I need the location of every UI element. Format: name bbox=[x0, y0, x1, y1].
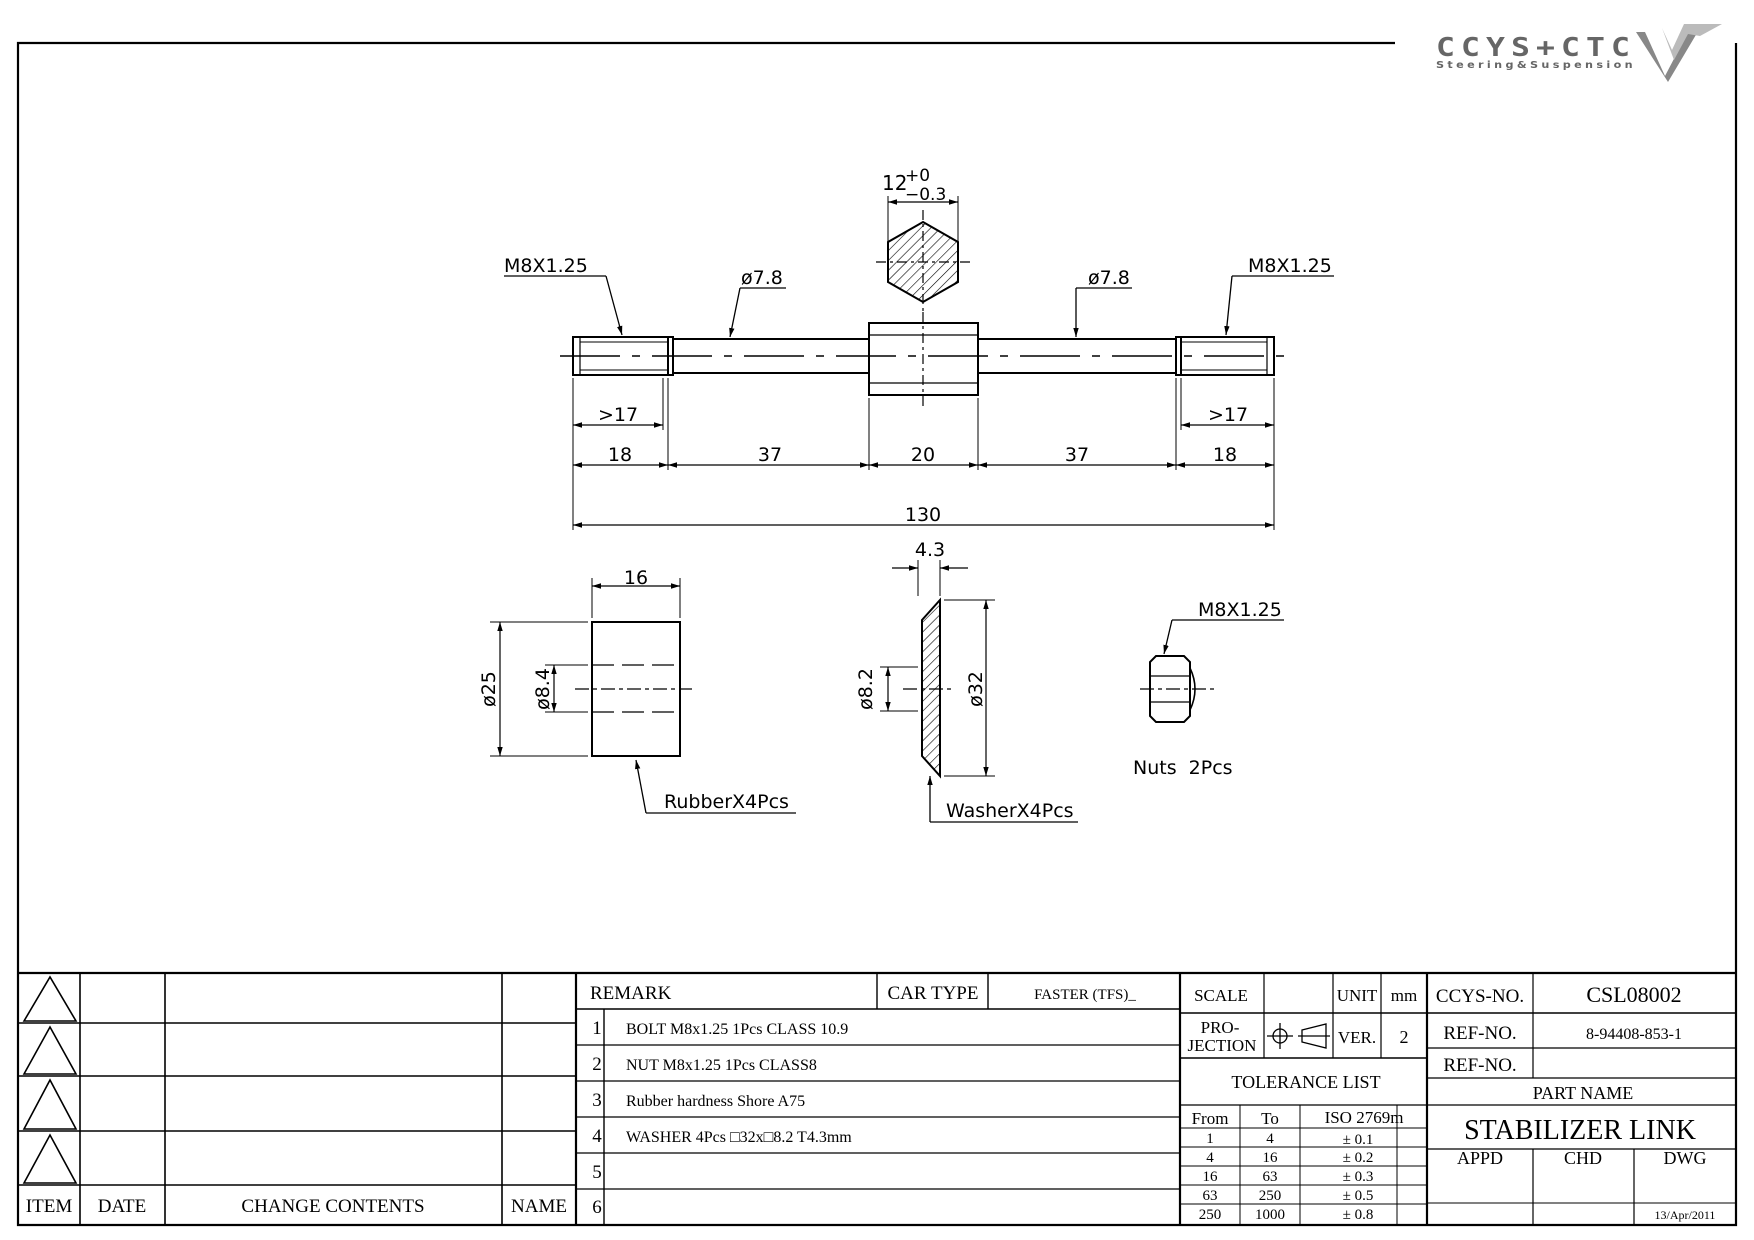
ref-no-value: 8-94408-853-1 bbox=[1586, 1026, 1682, 1043]
washer-label: WasherX4Pcs bbox=[946, 800, 1074, 822]
right-thread bbox=[1180, 336, 1275, 376]
ccys-no-label: CCYS-NO. bbox=[1436, 986, 1524, 1007]
part-name-value: STABILIZER LINK bbox=[1464, 1115, 1696, 1146]
nut-thread-spec: M8X1.25 bbox=[1198, 599, 1282, 621]
remark-no-5: 5 bbox=[592, 1162, 602, 1183]
nut-view bbox=[1140, 619, 1284, 723]
hex-section-view: 12 +0 −0.3 bbox=[876, 166, 970, 314]
total-length: 130 bbox=[905, 504, 941, 526]
hex-tolerance-upper: +0 bbox=[905, 166, 930, 186]
unit-label: UNIT bbox=[1337, 986, 1378, 1005]
washer-outer-diameter: ø32 bbox=[965, 671, 987, 707]
thread-spec-left: M8X1.25 bbox=[504, 255, 588, 277]
rubber-inner-diameter: ø8.4 bbox=[532, 668, 554, 710]
revision-triangle-1-icon bbox=[22, 975, 78, 1022]
washer-inner-diameter: ø8.2 bbox=[855, 668, 877, 710]
tol-value-3: ± 0.3 bbox=[1343, 1169, 1374, 1185]
remark-no-2: 2 bbox=[592, 1054, 602, 1075]
dwg-label: DWG bbox=[1664, 1148, 1707, 1168]
tol-value-2: ± 0.2 bbox=[1343, 1150, 1374, 1166]
segment-3: 20 bbox=[911, 444, 935, 466]
washer-thickness: 4.3 bbox=[915, 539, 945, 561]
remark-text-4: WASHER 4Pcs □32x□8.2 T4.3mm bbox=[626, 1129, 852, 1146]
segment-4: 37 bbox=[1065, 444, 1089, 466]
logo-brand: CCYS+CTC bbox=[1436, 33, 1636, 63]
revision-triangle-4-icon bbox=[22, 1133, 78, 1184]
bolt-dimensions bbox=[572, 378, 1275, 530]
segment-1: 18 bbox=[608, 444, 632, 466]
projection-label-1: PRO- bbox=[1201, 1018, 1240, 1037]
unit-value: mm bbox=[1391, 986, 1417, 1005]
tol-from-5: 250 bbox=[1199, 1207, 1222, 1223]
tol-to-1: 4 bbox=[1266, 1131, 1274, 1147]
remark-no-6: 6 bbox=[592, 1197, 602, 1218]
ref-no2-label: REF-NO. bbox=[1443, 1055, 1516, 1076]
tol-value-5: ± 0.8 bbox=[1343, 1207, 1374, 1223]
revision-triangle-3-icon bbox=[22, 1078, 78, 1130]
title-block bbox=[18, 971, 1736, 1225]
tolerance-header-std: ISO 2769m bbox=[1325, 1108, 1404, 1127]
hex-tolerance-lower: −0.3 bbox=[905, 185, 946, 205]
remark-header: REMARK bbox=[590, 983, 672, 1004]
ccys-no-value: CSL08002 bbox=[1586, 982, 1681, 1007]
tol-from-3: 16 bbox=[1203, 1169, 1219, 1185]
segment-5: 18 bbox=[1213, 444, 1237, 466]
header-change-contents: CHANGE CONTENTS bbox=[241, 1196, 424, 1217]
tolerance-header-to: To bbox=[1261, 1109, 1279, 1128]
remark-no-4: 4 bbox=[592, 1126, 602, 1147]
remark-text-1: BOLT M8x1.25 1Pcs CLASS 10.9 bbox=[626, 1021, 848, 1038]
drawing-date: 13/Apr/2011 bbox=[1655, 1208, 1716, 1222]
header-item: ITEM bbox=[26, 1196, 73, 1217]
car-type-label: CAR TYPE bbox=[888, 983, 979, 1004]
header-name: NAME bbox=[511, 1196, 567, 1217]
appd-label: APPD bbox=[1457, 1148, 1503, 1168]
hex-dimension: 12 bbox=[882, 171, 907, 195]
rubber-view bbox=[490, 578, 796, 814]
logo-tagline: Steering&Suspension bbox=[1436, 60, 1636, 71]
part-name-label: PART NAME bbox=[1533, 1083, 1633, 1103]
rubber-width: 16 bbox=[624, 567, 648, 589]
bolt-main-view bbox=[560, 312, 1290, 408]
shaft-diameter-left: ø7.8 bbox=[741, 267, 783, 289]
tol-to-2: 16 bbox=[1263, 1150, 1279, 1166]
nut-label: Nuts 2Pcs bbox=[1133, 757, 1233, 779]
tol-to-3: 63 bbox=[1263, 1169, 1278, 1185]
shaft-diameter-right: ø7.8 bbox=[1088, 267, 1130, 289]
tol-from-2: 4 bbox=[1206, 1150, 1214, 1166]
remark-text-3: Rubber hardness Shore A75 bbox=[626, 1093, 805, 1110]
projection-label-2: JECTION bbox=[1188, 1036, 1257, 1055]
washer-view bbox=[880, 560, 1078, 823]
company-logo: CCYS+CTC Steering&Suspension bbox=[1436, 24, 1722, 82]
tolerance-header-from: From bbox=[1192, 1109, 1229, 1128]
bolt-leaders bbox=[504, 275, 1334, 338]
rubber-label: RubberX4Pcs bbox=[664, 791, 789, 813]
remark-text-2: NUT M8x1.25 1Pcs CLASS8 bbox=[626, 1057, 817, 1074]
version-label: VER. bbox=[1338, 1028, 1376, 1047]
sheet-border bbox=[16, 41, 1738, 1227]
ref-no-label: REF-NO. bbox=[1443, 1023, 1516, 1044]
car-type-value: FASTER (TFS)_ bbox=[1034, 987, 1136, 1003]
thread-length-right: >17 bbox=[1208, 404, 1248, 426]
thread-spec-right: M8X1.25 bbox=[1248, 255, 1332, 277]
tol-value-4: ± 0.5 bbox=[1343, 1188, 1374, 1204]
version-value: 2 bbox=[1400, 1027, 1409, 1047]
projection-symbol-icon bbox=[1267, 1023, 1330, 1049]
scale-label: SCALE bbox=[1194, 986, 1248, 1005]
thread-length-left: >17 bbox=[598, 404, 638, 426]
tol-from-4: 63 bbox=[1203, 1188, 1218, 1204]
tol-to-4: 250 bbox=[1259, 1188, 1282, 1204]
tol-from-1: 1 bbox=[1206, 1131, 1214, 1147]
remark-no-1: 1 bbox=[592, 1018, 602, 1039]
logo-mark-icon bbox=[1636, 28, 1700, 82]
segment-2: 37 bbox=[758, 444, 782, 466]
tol-value-1: ± 0.1 bbox=[1343, 1132, 1374, 1148]
header-date: DATE bbox=[98, 1196, 147, 1217]
rubber-outer-diameter: ø25 bbox=[478, 671, 500, 707]
tolerance-title: TOLERANCE LIST bbox=[1231, 1072, 1380, 1092]
remark-no-3: 3 bbox=[592, 1090, 602, 1111]
revision-triangle-2-icon bbox=[22, 1025, 78, 1075]
tol-to-5: 1000 bbox=[1255, 1207, 1285, 1223]
chd-label: CHD bbox=[1564, 1148, 1602, 1168]
